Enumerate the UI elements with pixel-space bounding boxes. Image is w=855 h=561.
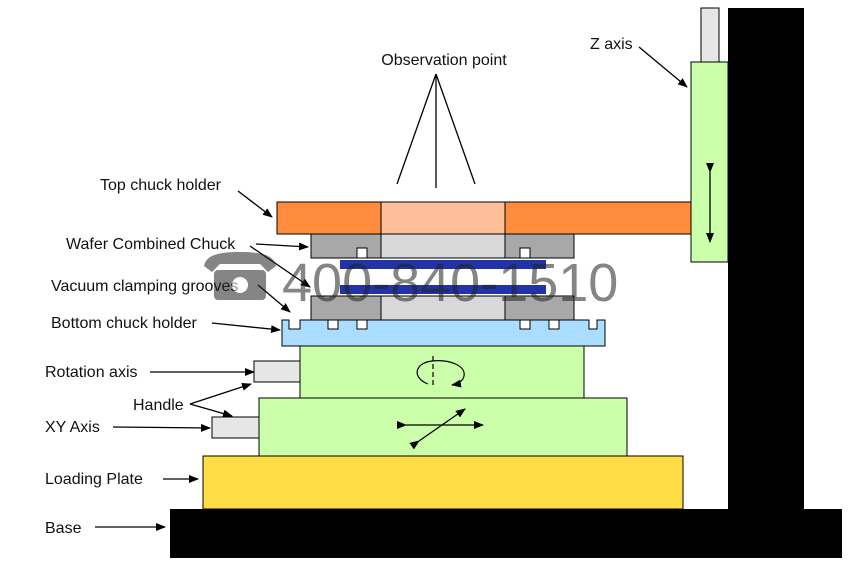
vacuum-grooves <box>327 247 560 330</box>
watermark: 400-840-1510 <box>204 252 618 313</box>
bottom-chuck-holder-label: Bottom chuck holder <box>51 315 198 332</box>
observation-lines <box>396 73 476 188</box>
rotation-handle <box>253 360 301 383</box>
wafer-combined-chuck-label: Wafer Combined Chuck <box>66 236 236 253</box>
wafer-upper <box>340 260 546 269</box>
base-label: Base <box>45 520 82 537</box>
rotation-axis-label: Rotation axis <box>45 364 138 381</box>
base <box>170 509 842 558</box>
xy-stage <box>258 397 628 457</box>
wafer-chuck-window-upper <box>380 233 506 259</box>
leader-lines <box>95 46 688 531</box>
xy-handle <box>211 416 260 439</box>
watermark-text: 400-840-1510 <box>282 253 618 313</box>
loading-plate-label: Loading Plate <box>45 471 143 488</box>
observation-point-label: Observation point <box>381 52 507 69</box>
top-chuck-holder-label: Top chuck holder <box>100 177 222 194</box>
loading-plate <box>202 455 684 510</box>
spacer-gap <box>380 270 506 284</box>
xy-motion-arrows <box>397 408 484 450</box>
xy-axis-label: XY Axis <box>45 419 100 436</box>
rotation-indicator <box>416 356 465 388</box>
rotation-stage <box>299 345 585 399</box>
wafer-lower <box>340 285 546 294</box>
z-axis-label: Z axis <box>590 36 633 53</box>
wafer-chuck-window-lower <box>380 295 506 321</box>
telephone-icon <box>204 252 276 300</box>
z-axis-rod <box>700 7 720 63</box>
z-axis-column <box>728 8 804 509</box>
vacuum-clamping-grooves-label: Vacuum clamping grooves <box>51 278 238 295</box>
handle-label: Handle <box>133 397 184 414</box>
top-chuck-window <box>380 201 506 235</box>
